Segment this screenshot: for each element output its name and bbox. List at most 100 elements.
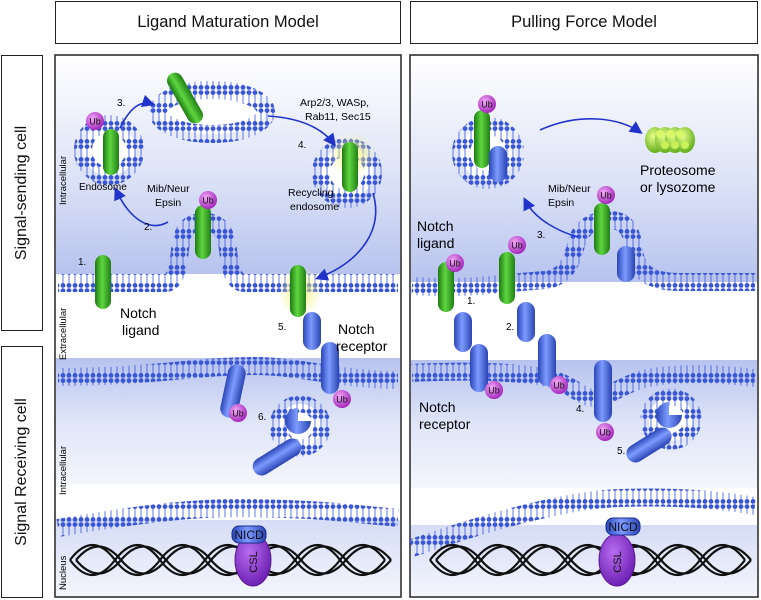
arrow-transport-to-recycling	[267, 115, 336, 147]
arrow-step2-to-endosome	[114, 187, 169, 227]
zone-nucleus: Nucleus	[58, 555, 69, 590]
ub-right-1: Ub	[446, 254, 464, 272]
ligand-right-vesicle	[474, 110, 490, 168]
svg-text:Ub: Ub	[553, 381, 565, 391]
label-notch-receptor-right-1: Notch	[419, 399, 456, 415]
label-arp-line2: Rab11, Sec15	[305, 111, 371, 123]
header-ligand-maturation: Ligand Maturation Model	[55, 1, 401, 44]
header-pulling-force-label: Pulling Force Model	[511, 13, 657, 31]
arrows	[114, 94, 643, 281]
label-notch-ligand-right-1: Notch	[417, 218, 454, 234]
nicd-fragment-right	[626, 427, 672, 463]
csl-label-left: CSL	[248, 551, 260, 572]
nuclear-membrane-left	[56, 498, 399, 537]
nuclear-membrane-right	[409, 488, 757, 557]
svg-text:Ub: Ub	[449, 259, 461, 269]
svg-text:Ub: Ub	[232, 409, 244, 419]
ligand-step2	[195, 205, 211, 259]
svg-text:Ub: Ub	[202, 196, 214, 206]
svg-text:Ub: Ub	[600, 191, 612, 201]
label-notch-ligand-right-2: ligand	[417, 235, 454, 251]
receiving-membrane-left	[57, 356, 399, 389]
step-4-left: 4.	[298, 140, 306, 151]
label-arp-line1: Arp2/3, WASp,	[300, 97, 369, 109]
step-1-right: 1.	[467, 296, 475, 307]
nicd-label-right: NICD	[608, 520, 638, 534]
zone-intracellular-sending: Intracellular	[58, 156, 69, 205]
receptor-in-vesicle-left	[285, 408, 311, 434]
header-pulling-force: Pulling Force Model	[410, 1, 758, 44]
ligand-right-3	[594, 203, 610, 255]
side-label-sending: Signal-sending cell	[1, 55, 43, 331]
ligand-step1	[95, 255, 111, 309]
side-label-receiving: Signal Receiving cell	[1, 346, 43, 598]
zone-intracellular-receiving: Intracellular	[58, 446, 69, 495]
zone-extracellular-left: Extracellular	[58, 308, 69, 360]
arrow-recycling-to-membrane	[315, 192, 377, 281]
label-notch-receptor-right-2: receptor	[419, 416, 471, 432]
nicd-label-left: NICD	[234, 528, 264, 542]
ub-right-2: Ub	[508, 236, 526, 254]
ub-left-receptor-top: Ub	[333, 390, 351, 408]
step-3-left: 3.	[117, 98, 125, 109]
ub-right-vesicle: Ub	[478, 95, 496, 113]
ligand-right-2	[499, 252, 515, 304]
header-ligand-maturation-label: Ligand Maturation Model	[137, 13, 319, 31]
label-notch-receptor-left-1: Notch	[338, 321, 375, 337]
ub-right-receptor-1: Ub	[485, 381, 503, 399]
receptor-right-endocytosed	[617, 246, 635, 282]
ligand-recycling	[342, 142, 358, 192]
ub-right-receptor-2: Ub	[550, 376, 568, 394]
csl-label-right: CSL	[612, 551, 624, 572]
label-endosome: Endosome	[79, 182, 127, 193]
arrow-endosome-to-transport	[119, 94, 156, 129]
svg-text:Ub: Ub	[488, 386, 500, 396]
step-3-right: 3.	[537, 230, 545, 241]
receptor-right-2b	[538, 334, 556, 386]
step-2-left: 2.	[144, 222, 152, 233]
arrow-vesicle-to-proteasome	[539, 118, 643, 134]
dna-helix-left	[69, 544, 392, 576]
label-recycling-line2: endosome	[290, 201, 339, 213]
step-5-right: 5.	[617, 446, 625, 457]
label-notch-ligand-left-1: Notch	[120, 305, 157, 321]
ligand-endosome	[103, 129, 119, 175]
receptor-in-vesicle-right	[656, 402, 682, 428]
ub-right-3: Ub	[597, 186, 615, 204]
ub-right-receptor-4: Ub	[596, 423, 614, 441]
label-epsin-right: Epsin	[548, 197, 574, 209]
ligand-right-1	[438, 262, 454, 312]
nicd-box-left	[231, 525, 267, 544]
proteasome-icon	[645, 127, 695, 153]
receptor-right-4	[594, 360, 612, 422]
receptor-right-1a	[454, 312, 472, 352]
step-6-left: 6.	[258, 412, 266, 423]
ligand-transport	[167, 72, 203, 124]
step-4-right: 4.	[576, 404, 584, 415]
svg-text:Ub: Ub	[481, 100, 493, 110]
svg-text:Ub: Ub	[511, 241, 523, 251]
ub-left-endosome: Ub	[86, 112, 104, 130]
receptor-left-top	[303, 312, 321, 350]
label-proteosome-line1: Proteosome	[640, 162, 716, 178]
step-2-right: 2.	[506, 322, 514, 333]
label-recycling-line1: Recycling	[288, 187, 334, 199]
receptor-right-1b	[470, 344, 488, 392]
transport-vesicle	[149, 81, 275, 143]
label-notch-ligand-left-2: ligand	[122, 322, 159, 338]
svg-text:Ub: Ub	[336, 395, 348, 405]
label-mib-neur-left: Mib/Neur	[147, 183, 190, 195]
label-proteosome-line2: or lysozome	[640, 179, 716, 195]
ub-left-step2: Ub	[199, 191, 217, 209]
arrow-to-vesicle-right	[523, 197, 579, 238]
nicd-box-right	[605, 517, 641, 536]
label-epsin-left: Epsin	[155, 197, 181, 209]
ligand-activating	[290, 265, 306, 317]
step-5-left: 5.	[278, 322, 286, 333]
svg-text:Ub: Ub	[599, 428, 611, 438]
receptor-right-vesicle	[489, 146, 507, 182]
svg-text:Ub: Ub	[89, 117, 101, 127]
step-1-left: 1.	[78, 257, 86, 268]
dna-helix-right	[429, 544, 752, 576]
label-notch-receptor-left-2: receptor	[336, 338, 388, 354]
